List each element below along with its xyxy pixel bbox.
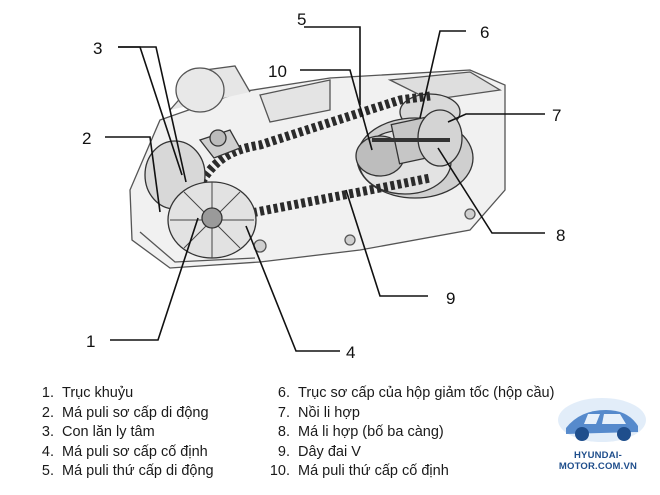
legend-text: Má puli sơ cấp di động bbox=[62, 404, 209, 424]
legend-number: 10. bbox=[268, 462, 290, 482]
legend-number: 5. bbox=[32, 462, 54, 482]
callout-7: 7 bbox=[552, 106, 561, 125]
brand-text: HYUNDAI-MOTOR.COM.VN bbox=[536, 450, 660, 472]
callout-10: 10 bbox=[268, 62, 287, 81]
legend-number: 8. bbox=[268, 423, 290, 443]
callout-1: 1 bbox=[86, 332, 95, 351]
brand-logo-icon bbox=[536, 388, 660, 488]
legend-right: 6. Trục sơ cấp của hộp giảm tốc (hộp cầu)… bbox=[268, 384, 554, 482]
legend-item: 3. Con lăn ly tâm bbox=[32, 423, 214, 443]
legend-text: Má puli thứ cấp cố định bbox=[298, 462, 449, 482]
callout-4: 4 bbox=[346, 343, 355, 362]
legend-text: Má li hợp (bố ba càng) bbox=[298, 423, 444, 443]
callout-3: 3 bbox=[93, 39, 102, 58]
legend-item: 4. Má puli sơ cấp cố định bbox=[32, 443, 214, 463]
legend-text: Má puli sơ cấp cố định bbox=[62, 443, 208, 463]
legend-number: 6. bbox=[268, 384, 290, 404]
callout-2: 2 bbox=[82, 129, 91, 148]
legend-number: 2. bbox=[32, 404, 54, 424]
callout-6: 6 bbox=[480, 23, 489, 42]
legend-text: Má puli thứ cấp di động bbox=[62, 462, 214, 482]
callout-9: 9 bbox=[446, 289, 455, 308]
legend-item: 1. Trục khuỷu bbox=[32, 384, 214, 404]
legend-item: 5. Má puli thứ cấp di động bbox=[32, 462, 214, 482]
legend-left: 1. Trục khuỷu 2. Má puli sơ cấp di động 3.… bbox=[32, 384, 214, 482]
legend-number: 7. bbox=[268, 404, 290, 424]
legend-item: 7. Nồi li hợp bbox=[268, 404, 554, 424]
legend-text: Dây đai V bbox=[298, 443, 361, 463]
callout-5: 5 bbox=[297, 10, 306, 29]
legend-text: Trục sơ cấp của hộp giảm tốc (hộp cầu) bbox=[298, 384, 554, 404]
legend-item: 2. Má puli sơ cấp di động bbox=[32, 404, 214, 424]
legend-text: Nồi li hợp bbox=[298, 404, 360, 424]
legend-item: 10. Má puli thứ cấp cố định bbox=[268, 462, 554, 482]
legend-item: 6. Trục sơ cấp của hộp giảm tốc (hộp cầu) bbox=[268, 384, 554, 404]
legend-text: Con lăn ly tâm bbox=[62, 423, 155, 443]
legend-item: 8. Má li hợp (bố ba càng) bbox=[268, 423, 554, 443]
legend-item: 9. Dây đai V bbox=[268, 443, 554, 463]
legend-number: 4. bbox=[32, 443, 54, 463]
cvt-transmission-diagram: 1 2 3 4 5 6 7 8 9 10 bbox=[0, 0, 660, 370]
legend-text: Trục khuỷu bbox=[62, 384, 133, 404]
callout-8: 8 bbox=[556, 226, 565, 245]
legend-number: 1. bbox=[32, 384, 54, 404]
legend-number: 3. bbox=[32, 423, 54, 443]
legend-number: 9. bbox=[268, 443, 290, 463]
